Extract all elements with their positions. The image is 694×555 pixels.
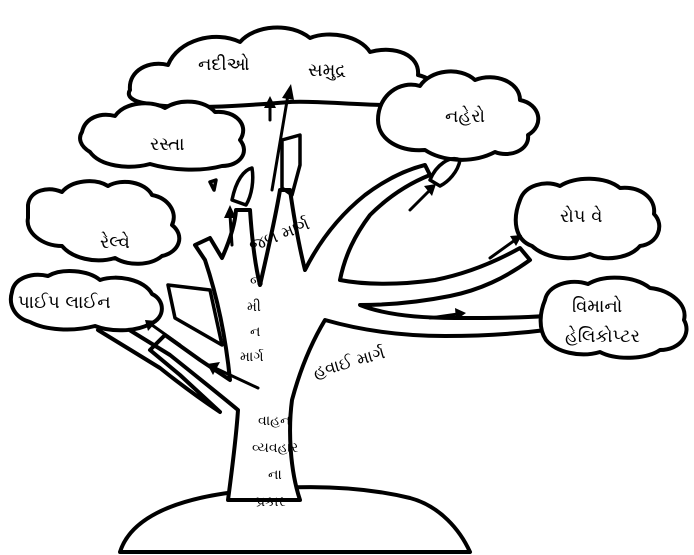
leaf-label-rasta: રસ્તા (150, 134, 185, 155)
trunk-label-line-2: વ્યવહાર (252, 440, 298, 456)
arrow-to-nahero (410, 184, 436, 210)
foliage-gap-5 (210, 180, 216, 190)
leaf-label-nahero: નહેરો (445, 106, 485, 127)
foliage-gap-4 (282, 135, 300, 195)
leaf-label-vimano: વિમાનો (572, 296, 622, 317)
branch-label-air-route: હવાઈ માર્ગ (311, 343, 388, 383)
leaf-label-relve: રેલ્વે (100, 232, 130, 253)
leaf-label-nadio: નદીઓ (198, 54, 250, 75)
leaf-label-ropeway: રોપ વે (560, 206, 602, 227)
foliage-gap-1 (232, 168, 253, 205)
leaf-label-helicopter: હેલિકોપ્ટર (565, 326, 640, 347)
leaf-label-pipeline: પાઈપ લાઈન (18, 292, 111, 313)
foliage-gap-2 (430, 159, 460, 186)
branch-label-land-route-2: મી (247, 299, 261, 315)
trunk-label-line-3: ના (268, 467, 282, 483)
branch-label-land-route-3: ન (250, 324, 260, 340)
trunk-label-line-4: પ્રકાર (256, 494, 286, 510)
branch-label-land-route-1: જ (250, 274, 264, 290)
leaf-label-samudra: સમુદ્ર (308, 60, 346, 81)
branch-label-land-route-4: માર્ગ (240, 348, 264, 365)
trunk-label-line-1: વાહન (258, 413, 291, 429)
